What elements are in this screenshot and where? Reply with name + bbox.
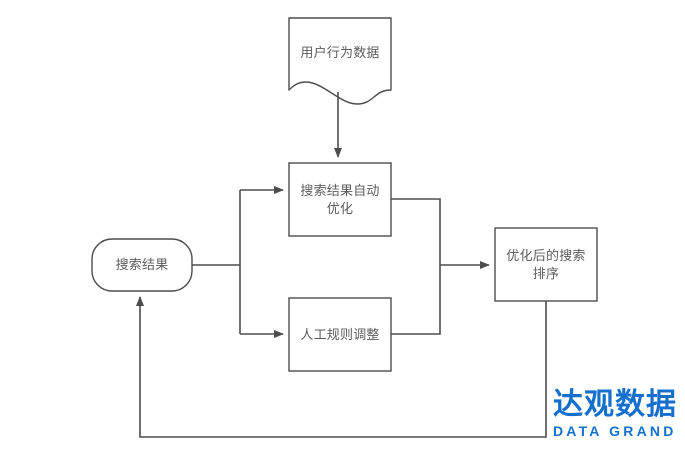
- node-shape-user-behavior-data[interactable]: [288, 17, 392, 105]
- node-shape-manual-rule-adjust[interactable]: [288, 297, 392, 372]
- logo-english-text: DATA GRAND: [553, 423, 677, 439]
- node-shape-auto-optimization[interactable]: [288, 162, 392, 237]
- node-shape-search-results[interactable]: [91, 238, 193, 292]
- brand-logo: 达观数据 DATA GRAND: [553, 387, 683, 440]
- node-shape-optimized-ranking[interactable]: [494, 227, 598, 302]
- edge-manual-to-merge: [391, 265, 441, 335]
- logo-chinese-text: 达观数据: [553, 387, 677, 422]
- edge-ranking-feedback: [136, 296, 547, 438]
- edge-auto-to-merge: [391, 198, 441, 265]
